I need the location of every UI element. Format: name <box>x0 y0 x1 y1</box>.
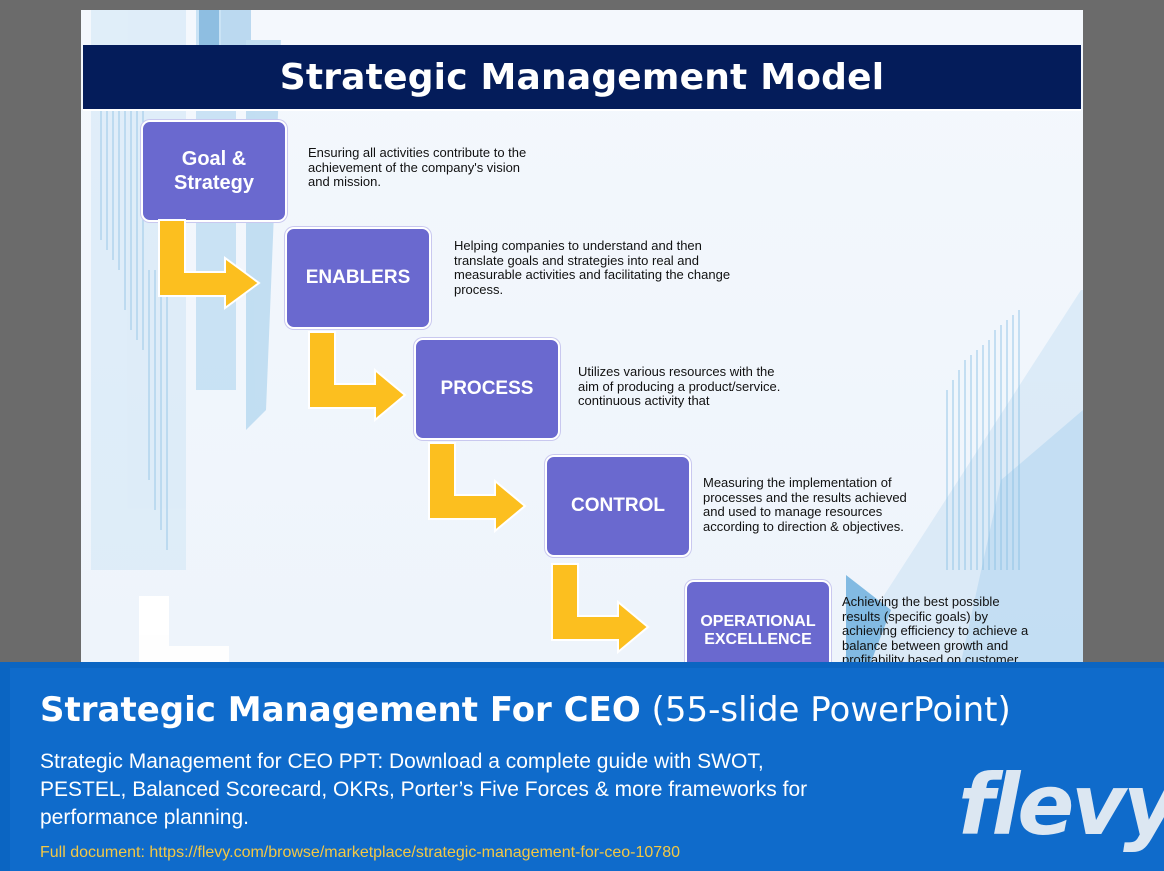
slide-preview: Strategic Management Model Goal & Strate… <box>81 10 1083 662</box>
step-box-enablers: ENABLERS <box>285 227 431 329</box>
banner-title: Strategic Management For CEO (55-slide P… <box>40 690 1011 730</box>
step-description-goal-strategy: Ensuring all activities contribute to th… <box>308 145 527 189</box>
flevy-logo[interactable]: flevy <box>958 756 1164 854</box>
step-arrow-2 <box>308 331 407 423</box>
slide-title-bar: Strategic Management Model <box>83 45 1081 111</box>
step-box-process: PROCESS <box>414 338 560 440</box>
slide-title: Strategic Management Model <box>279 56 885 98</box>
step-arrow-3 <box>428 442 527 534</box>
step-arrow-4 <box>551 563 650 655</box>
step-box-control: CONTROL <box>545 455 691 557</box>
step-description-operational-excellence: Achieving the best possible results (spe… <box>842 594 1029 662</box>
step-box-goal-strategy: Goal & Strategy <box>141 120 287 222</box>
banner-title-suffix: (55-slide PowerPoint) <box>640 690 1011 730</box>
step-box-operational-excellence: OPERATIONAL EXCELLENCE <box>685 580 831 662</box>
banner-panel: Strategic Management For CEO (55-slide P… <box>10 668 1164 871</box>
banner-title-bold: Strategic Management For CEO <box>40 690 641 730</box>
step-description-process: Utilizes various resources with the aim … <box>578 364 781 408</box>
banner-description: Strategic Management for CEO PPT: Downlo… <box>40 750 808 829</box>
step-description-control: Measuring the implementation of processe… <box>703 475 907 534</box>
document-banner: Strategic Management For CEO (55-slide P… <box>0 662 1164 871</box>
step-arrow-1 <box>158 219 261 310</box>
step-description-enablers: Helping companies to understand and then… <box>454 238 731 297</box>
full-document-link[interactable]: Full document: https://flevy.com/browse/… <box>40 844 680 861</box>
